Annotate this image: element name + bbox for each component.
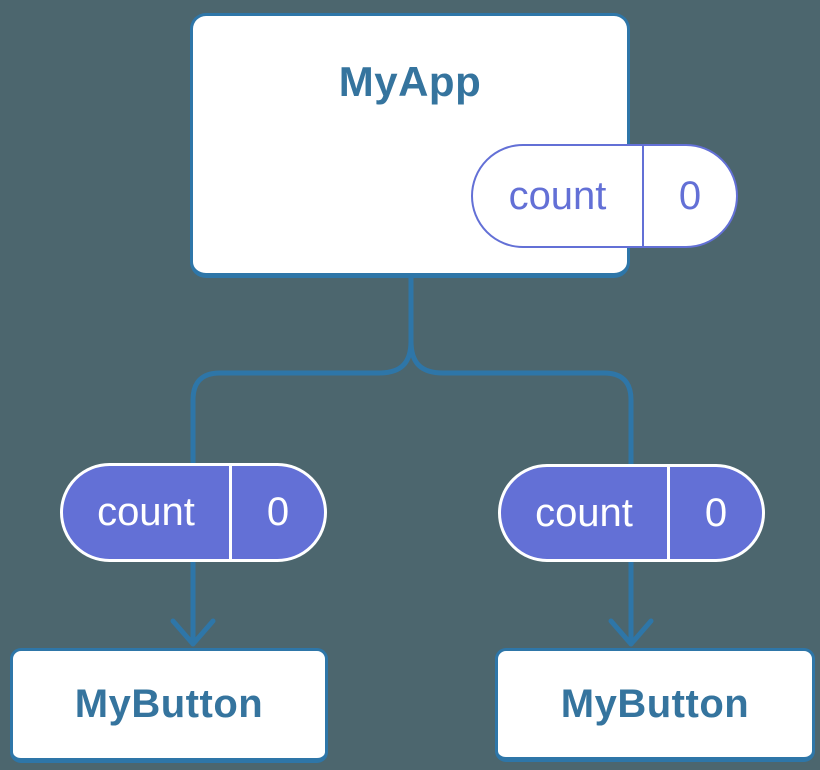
prop-pill: count 0 (498, 464, 765, 562)
arrowhead-down-icon (608, 618, 654, 647)
arrowhead-down-icon (170, 618, 216, 647)
component-title: MyButton (560, 681, 750, 726)
prop-value: 0 (704, 490, 728, 535)
prop-pill: count 0 (60, 463, 327, 562)
fork-connector-right (408, 340, 634, 641)
state-name: count (473, 146, 644, 246)
component-title: MyApp (338, 58, 482, 105)
component-node-mybutton: MyButton (10, 648, 328, 763)
fork-connector-left (190, 276, 414, 641)
component-node-mybutton: MyButton (495, 648, 815, 762)
prop-name: count (63, 466, 232, 559)
state-value: 0 (678, 173, 702, 218)
prop-name: count (501, 467, 670, 559)
prop-value: 0 (266, 490, 290, 534)
component-node-myapp: MyApp count 0 (190, 13, 738, 278)
state-pill: count 0 (471, 144, 738, 248)
component-title: MyButton (74, 682, 264, 726)
